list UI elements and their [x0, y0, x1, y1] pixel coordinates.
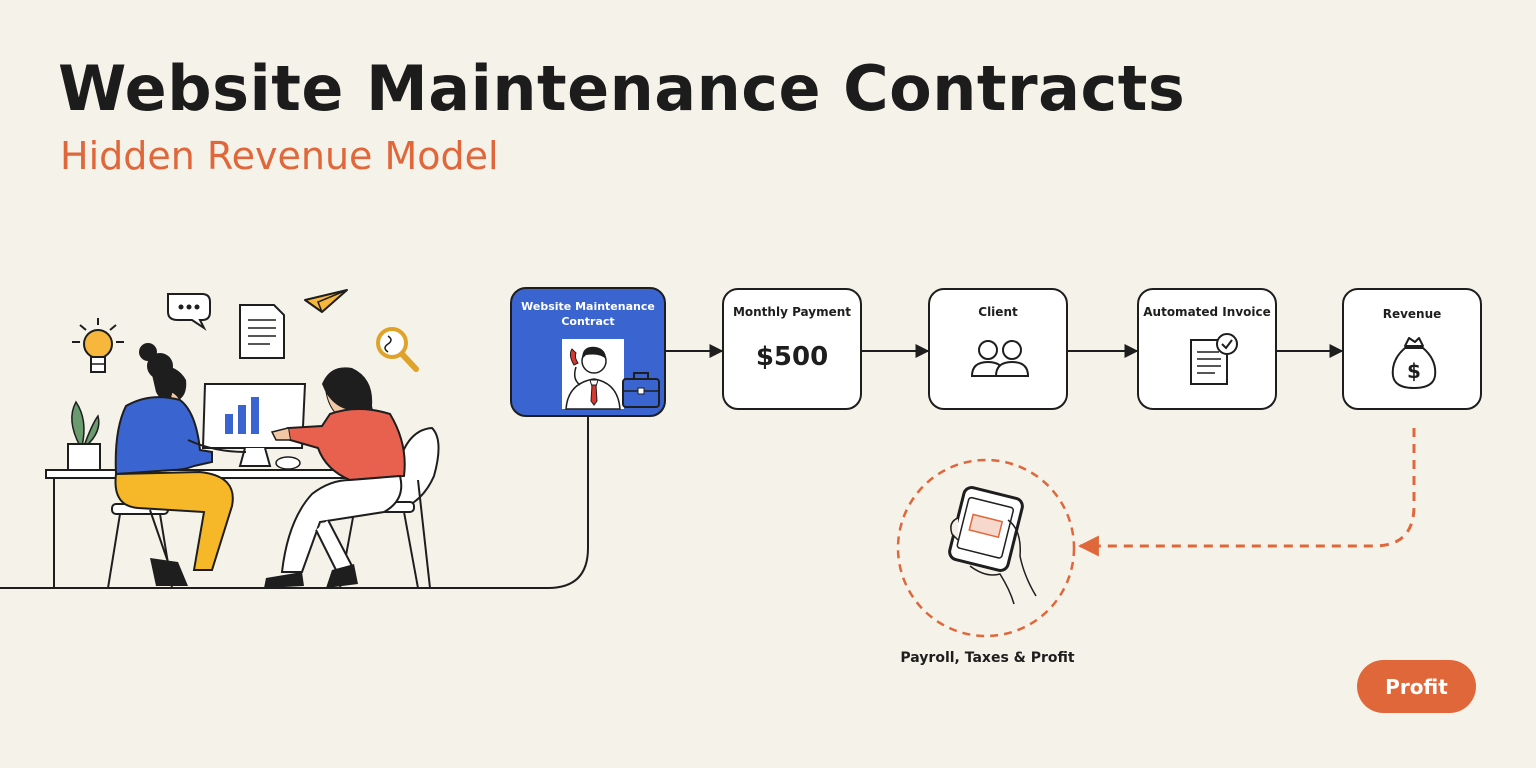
flow-box-client-label: Client: [978, 305, 1018, 319]
flow-box-monthly-payment: Monthly Payment $500: [722, 288, 862, 410]
monthly-payment-amount: $500: [755, 342, 829, 372]
page-subtitle: Hidden Revenue Model: [60, 134, 499, 178]
plant-icon: [67, 400, 101, 471]
users-icon: [970, 340, 1030, 377]
invoice-check-icon: [1190, 333, 1238, 385]
document-icon: [239, 304, 285, 359]
arrow-revenue-to-payroll: [1077, 428, 1416, 557]
page-title: Website Maintenance Contracts: [58, 52, 1186, 125]
flow-box-revenue: Revenue $: [1342, 288, 1482, 410]
flow-box-contract: Website Maintenance Contract: [510, 287, 666, 417]
magnifier-icon: [376, 327, 419, 372]
speech-bubble-icon: [167, 292, 211, 331]
payroll-taxes-profit-label: Payroll, Taxes & Profit: [900, 650, 1075, 666]
flow-box-monthly-payment-label: Monthly Payment: [732, 305, 852, 319]
flow-box-automated-invoice: Automated Invoice: [1137, 288, 1277, 410]
flow-box-client: Client: [928, 288, 1068, 410]
flow-box-revenue-label: Revenue: [1382, 307, 1442, 321]
monitor: [201, 383, 307, 470]
flow-box-contract-label: Website Maintenance Contract: [521, 300, 655, 328]
svg-text:$: $: [1407, 359, 1421, 383]
person-left: [114, 343, 247, 586]
flow-box-automated-invoice-label: Automated Invoice: [1143, 305, 1271, 319]
profit-button[interactable]: Profit: [1357, 660, 1476, 713]
person-right: [264, 367, 406, 588]
ground-connector: [0, 417, 589, 589]
lightbulb-icon: [72, 318, 124, 373]
money-bag-icon: $: [1391, 337, 1437, 390]
businessman-phone-briefcase-icon: [562, 339, 660, 410]
team-working-illustration: [45, 289, 440, 589]
paper-plane-icon: [304, 289, 348, 313]
